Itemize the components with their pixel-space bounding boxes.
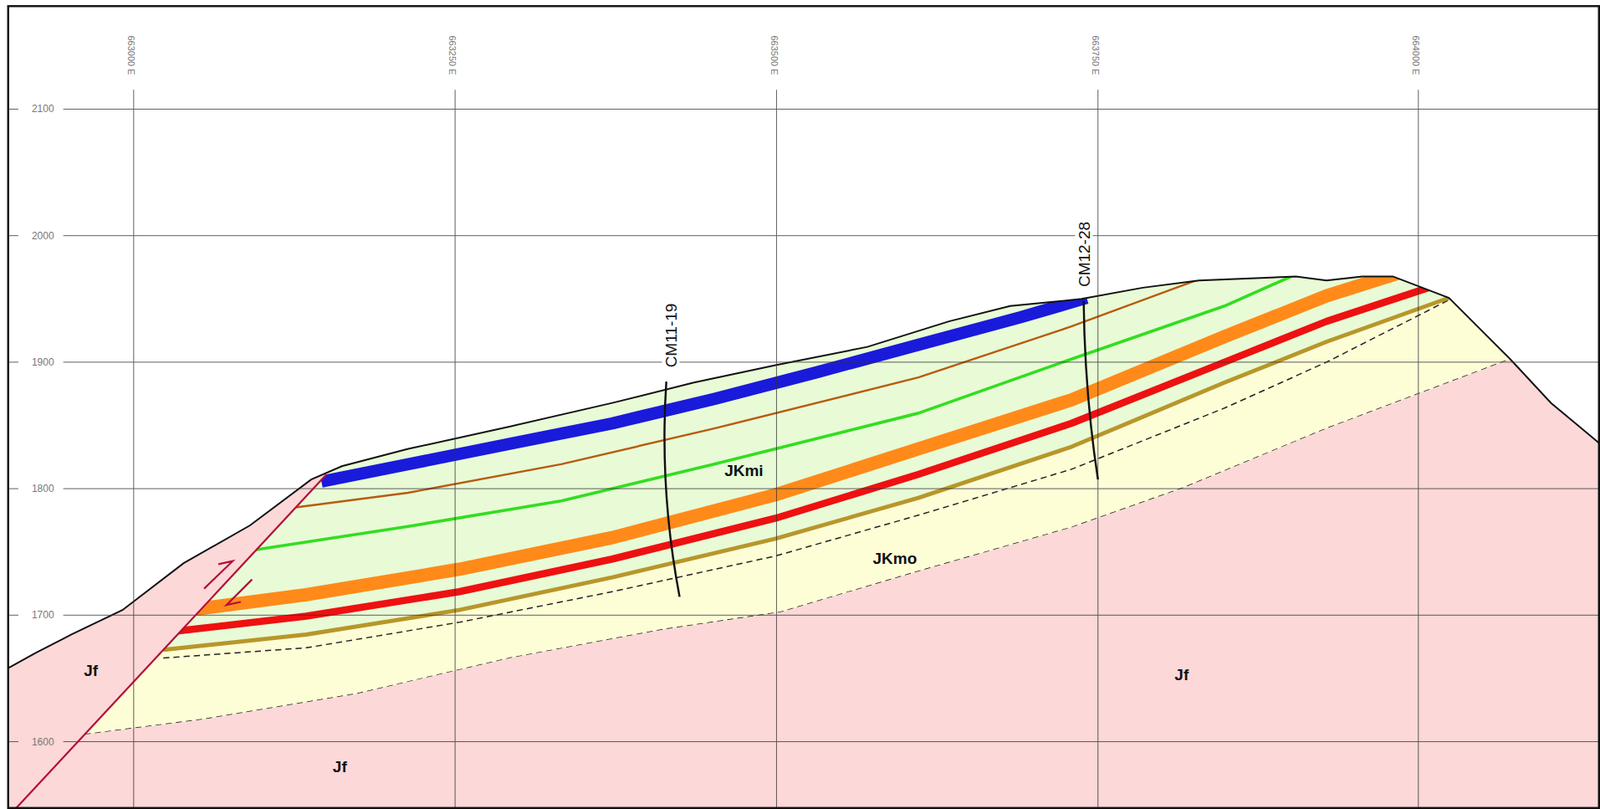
unit-label: JKmo [873,550,918,567]
orange-horizon [189,273,1399,610]
jf-unit [8,276,1600,809]
unit-label: JKmi [724,462,763,479]
easting-label: 663500 E [768,35,778,75]
unit-label: Jf [83,662,98,679]
elevation-label: 2000 [31,230,55,241]
unit-label: Jf [332,757,348,774]
elevation-label: 1800 [31,483,55,494]
grid [8,89,1600,809]
elevation-label: 1700 [31,609,55,620]
fault [15,474,327,809]
unit-label: Jf [1174,666,1189,683]
elevation-label: 2100 [31,103,55,114]
easting-label: 664000 E [1410,35,1421,75]
topography [8,276,1600,668]
elevation-label: 1900 [31,357,55,368]
lower-contact [84,358,1510,735]
drill-hole-label: CM11-19 [661,301,680,370]
easting-label: 663000 E [126,35,136,75]
drill-hole-label: CM12-28 [1074,219,1093,289]
easting-label: 663250 E [447,35,457,75]
blue-horizon [321,297,1087,481]
elevation-label: 1600 [31,736,55,747]
brown-horizon [291,277,1205,509]
easting-label: 663750 E [1090,35,1100,75]
drill-hole [664,381,680,597]
drill-hole [1083,301,1099,480]
